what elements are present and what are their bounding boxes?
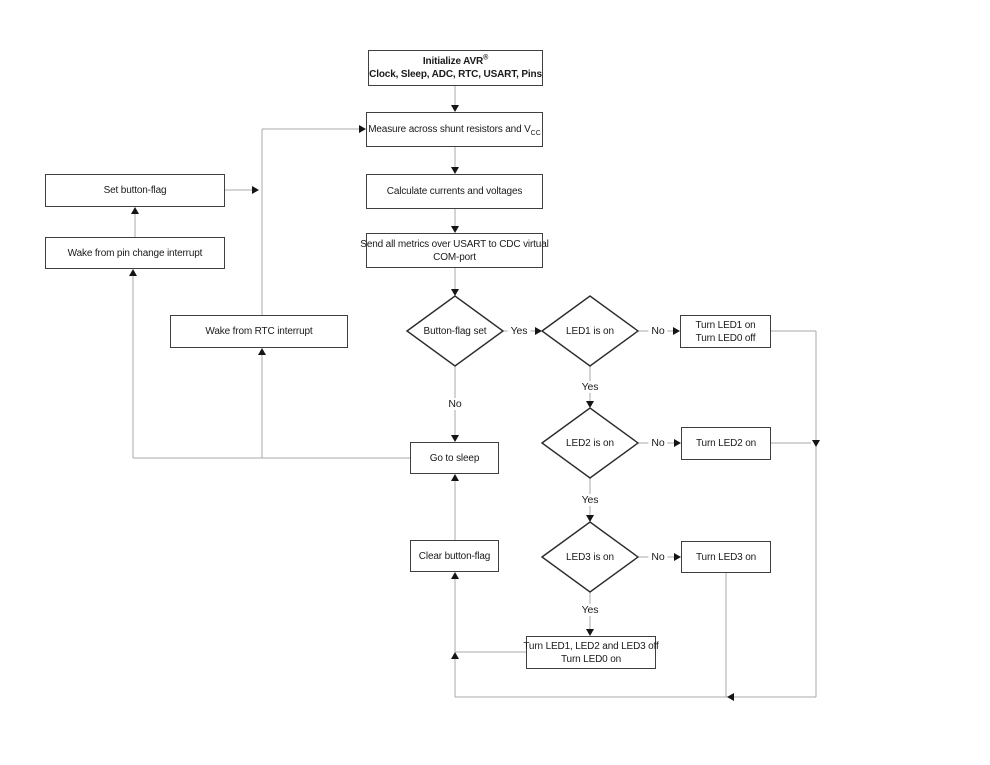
- init-peripherals: Clock, Sleep, ADC, RTC, USART, Pins: [369, 69, 542, 80]
- node-measure-shunt: Measure across shunt resistors and VCC: [366, 112, 543, 147]
- node-turn-led3-on: Turn LED3 on: [681, 541, 771, 573]
- edge-label-no-led1: No: [648, 325, 668, 337]
- node-clear-button-flag: Clear button-flag: [410, 540, 499, 572]
- node-turn-leds-off-led0-on: Turn LED1, LED2 and LED3 off Turn LED0 o…: [523, 636, 659, 669]
- vcc-subscript: CC: [530, 130, 541, 137]
- edge-label-no-sleep: No: [445, 398, 465, 410]
- init-title: Initialize AVR: [422, 56, 484, 67]
- node-go-to-sleep: Go to sleep: [410, 442, 499, 474]
- edge-label-yes-led3: Yes: [578, 494, 602, 506]
- node-turn-led2-on: Turn LED2 on: [681, 427, 771, 460]
- node-send-metrics: Send all metrics over USART to CDC virtu…: [360, 233, 549, 268]
- edge-label-yes-all: Yes: [578, 604, 602, 616]
- node-turn-led1-on-led0-off: Turn LED1 on Turn LED0 off: [680, 315, 771, 348]
- registered-mark: ®: [483, 54, 489, 62]
- edge-label-no-led2: No: [648, 437, 668, 449]
- node-set-button-flag: Set button-flag: [45, 174, 225, 207]
- edge-label-yes-led1: Yes: [507, 325, 531, 337]
- node-initialize-avr: Initialize AVR® Clock, Sleep, ADC, RTC, …: [368, 50, 543, 86]
- node-wake-rtc: Wake from RTC interrupt: [170, 315, 348, 348]
- node-calculate: Calculate currents and voltages: [366, 174, 543, 209]
- edge-label-no-led3: No: [648, 551, 668, 563]
- node-wake-pin-change: Wake from pin change interrupt: [45, 237, 225, 269]
- edge-label-yes-led2: Yes: [578, 381, 602, 393]
